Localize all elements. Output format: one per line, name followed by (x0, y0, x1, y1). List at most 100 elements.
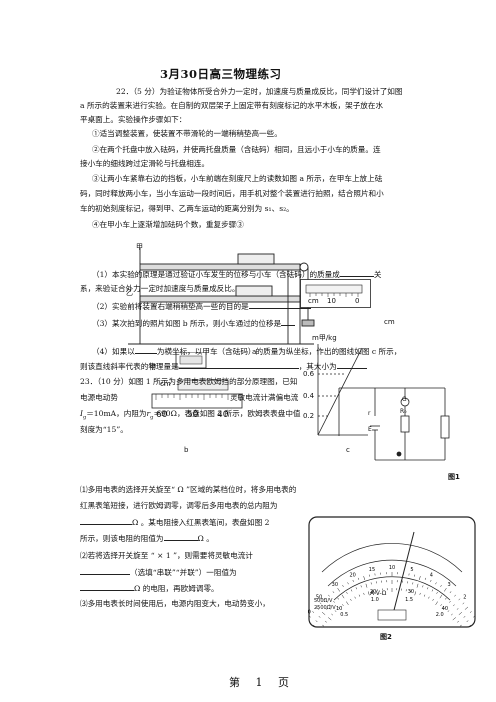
answer-blank[interactable] (80, 516, 132, 525)
q23-p1e-text: Ω 。 (197, 534, 214, 543)
q23-part-2a: ⑵若将选择开关旋至 “ × 1 ”，则需要将灵敏电流计 (80, 551, 253, 560)
q22-p2-text: （2）实验前将装置右端稍稍垫高一些的目的是 (92, 302, 249, 311)
meter-left-label: 500Ω/V (314, 598, 333, 604)
dial-tick (457, 620, 460, 623)
figure-b-label: b (184, 446, 189, 454)
dial-tick (360, 585, 362, 588)
q23-line-1: 23．（10 分）如图 1 所示为多用电表欧姆挡的部分原理图，已知 (80, 377, 298, 386)
dial-tick (323, 598, 326, 601)
ig-subscript: g (83, 414, 87, 421)
label-jia: 甲 (136, 243, 143, 251)
ruler-a-unit-label: cm (308, 297, 319, 305)
answer-blank[interactable] (80, 566, 130, 575)
dial-scale-label: 2 (463, 594, 466, 600)
answer-blank[interactable] (163, 532, 198, 541)
graph-c-value-0.4: 0.4 (303, 392, 315, 400)
ig-tail: ，内阻为 (116, 409, 147, 418)
figure-a-ruler (300, 279, 371, 308)
q23-part-1b: 红黑表笔短接，进行欧姆调零，调零后多用电表的总内阻为 (80, 501, 278, 510)
dial-tick (459, 624, 462, 627)
dial-tick (419, 592, 421, 595)
dial-scale-label: 3 (448, 582, 451, 588)
dial-tick (422, 585, 424, 588)
dial-scale-label: 1.0 (371, 597, 379, 603)
q22-line-1: 22．（5 分）为验证物体所受合外力一定时，加速度与质量成反比，同学们设计了如图 (116, 87, 403, 96)
dial-tick (452, 617, 456, 621)
dial-tick (334, 610, 337, 613)
dial-tick (367, 591, 370, 596)
dial-tick (450, 613, 453, 616)
ig-symbol: I (80, 409, 83, 418)
q22-p4-text-c: 则该直线斜率代表的物理量是 (80, 362, 179, 371)
dial-tick (331, 613, 334, 616)
q23-line-4: 刻度为“15”。 (80, 425, 128, 434)
circuit-e-label: E (368, 426, 372, 433)
figure-2-meter-dial: 0123451015203050100∞0102030405000.51.01.… (308, 516, 476, 628)
dial-tick (439, 594, 443, 599)
dial-tick (440, 604, 442, 607)
dial-tick (435, 601, 438, 606)
q22-step-3b: 码，同时释放两小车，当小车运动一段时间后，用手机对整个装置进行拍照，结合照片和小 (80, 189, 384, 198)
dial-tick (458, 612, 463, 615)
dial-tick (350, 598, 352, 601)
q22-step-3c: 车的初始刻度标记，得到甲、乙两车运动的距离分别为 s₁、s₂。 (80, 204, 294, 213)
ruler-b-tick-60: 60 (156, 410, 168, 420)
q23-p1c-text: Ω 。某电阻接入红黑表笔间，表盘如图 2 (132, 518, 270, 527)
graph-c-value-0.2: 0.2 (303, 412, 315, 420)
answer-blank[interactable] (281, 317, 296, 326)
answer-blank[interactable] (339, 268, 374, 277)
q22-part-3: （3）某次拍到的照片如图 b 所示，则小车通过的位移是 (92, 317, 296, 329)
dial-tick (440, 584, 442, 587)
dial-tick (337, 587, 340, 592)
meter-brand: A-V-Ω (370, 590, 387, 597)
dial-tick (363, 576, 366, 581)
dial-scale-label: 15 (369, 567, 375, 573)
answer-blank[interactable] (248, 300, 311, 309)
q22-p4-text-a: （4）如果以 (92, 347, 135, 356)
dial-tick (325, 608, 328, 610)
answer-blank[interactable] (80, 582, 134, 591)
answer-blank[interactable] (336, 360, 367, 369)
dial-tick (337, 597, 339, 600)
page-title: 3月30日高三物理练习 (160, 67, 282, 81)
dial-tick (333, 600, 335, 603)
dial-tick (346, 601, 349, 606)
dial-scale-label: 40 (442, 606, 448, 612)
q23-part-1d: 所示，则该电阻的阻值为 Ω 。 (80, 532, 214, 544)
circuit-r-label: r (368, 410, 371, 417)
dial-scale-label: 0.5 (340, 612, 348, 618)
dial-tick (454, 594, 456, 597)
dial-tick (315, 606, 320, 610)
q23-line-2: 电源电动势灵敏电流计满偏电流 (80, 392, 298, 403)
dial-tick (447, 610, 450, 613)
q22-step-2a: ②在两个托盘中放入砝码，并使两托盘质量（含砝码）相同，且远小于小车的质量。连 (92, 145, 381, 154)
dial-tick (458, 598, 461, 601)
dial-tick (357, 577, 360, 580)
dial-tick (424, 577, 427, 580)
dial-tick (319, 602, 322, 605)
dial-scale-label: 30 (332, 582, 338, 588)
dial-tick (324, 620, 327, 623)
dial-tick (315, 620, 318, 622)
dial-tick (423, 594, 426, 597)
q23-p2c-text: Ω 的电阻，再欧姆调零。 (134, 584, 219, 593)
rg-value: ＝90Ω (153, 409, 177, 418)
q22-step-2b: 接小车的细线跨过定滑轮与托盘相连。 (80, 159, 210, 168)
dial-tick (445, 597, 447, 600)
q23-part-1c: Ω 。某电阻接入红黑表笔间，表盘如图 2 (80, 516, 269, 528)
dial-tick (322, 624, 325, 627)
q23-p1d-text: 所示，则该电阻的阻值为 (80, 534, 164, 543)
dial-scale-label: 10 (336, 606, 342, 612)
q22-p4-text-b: 为横坐标，以甲车（含砝码）的质量为纵坐标，作出的图线如图 c 所示， (156, 347, 402, 356)
q23-l2-text: 电源电动势 (80, 393, 118, 402)
dial-scale-label: 30 (408, 589, 414, 595)
dial-tick (436, 591, 438, 594)
dial-tick (473, 615, 476, 618)
answer-blank[interactable] (178, 360, 299, 369)
dial-scale-label: 5 (410, 567, 413, 573)
dial-tick (463, 616, 466, 618)
ruler-b-tick-40: 40 (217, 410, 229, 420)
dial-tick (318, 616, 321, 618)
answer-blank[interactable] (134, 345, 157, 354)
dial-tick (363, 592, 365, 595)
